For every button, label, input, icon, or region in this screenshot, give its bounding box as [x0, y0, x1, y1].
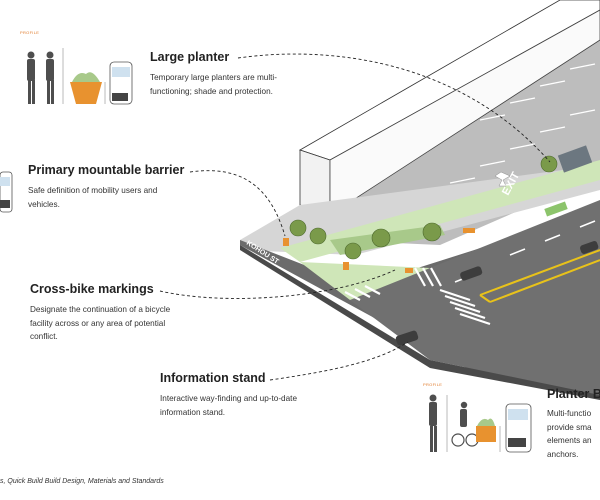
main-road — [350, 200, 600, 395]
callout-cross-bike: Cross-bike markings Designate the contin… — [30, 282, 220, 344]
callout-desc-line: information stand. — [160, 407, 226, 417]
building-face — [329, 9, 600, 216]
callout-info-stand: Information stand Interactive way-findin… — [160, 371, 340, 419]
profile-large-planter — [27, 48, 133, 105]
callout-title: Information stand — [160, 371, 266, 385]
callout-desc-line: Temporary large planters are multi- — [150, 73, 277, 82]
callout-title: Large planter — [150, 50, 230, 64]
callout-desc-line: Interactive way-finding and up-to-date — [160, 394, 297, 403]
callout-desc-line: Safe definition of mobility users and — [28, 186, 158, 195]
callout-desc: Safe definition of mobility users and ve… — [28, 184, 208, 211]
callout-desc-line: vehicles. — [28, 199, 60, 209]
callout-desc-line: facility across or any area of potential — [30, 318, 166, 328]
callout-desc: Multi-functio provide sma elements an an… — [547, 407, 600, 461]
callout-desc-line: conflict. — [30, 332, 58, 341]
bike-symbol — [544, 201, 568, 217]
centerline — [479, 249, 600, 303]
callout-title: Planter B — [547, 387, 600, 401]
footer-caption: s, Quick Build Build Design, Materials a… — [0, 478, 164, 485]
callout-desc-line: Multi-functio — [547, 409, 592, 418]
vehicles — [395, 241, 599, 346]
callout-title: Primary mountable barrier — [28, 163, 185, 177]
callout-desc-line: provide sma — [547, 422, 592, 432]
callout-planter-b: Planter B Multi-functio provide sma elem… — [547, 387, 600, 461]
callout-desc-line: Designate the continuation of a bicycle — [30, 305, 171, 314]
callout-primary-barrier: Primary mountable barrier Safe definitio… — [28, 163, 208, 211]
profile-tag-1: PROFILE — [20, 30, 40, 35]
callout-desc-line: elements an — [547, 436, 592, 445]
planters — [283, 228, 475, 273]
callout-desc-line: anchors. — [547, 449, 579, 459]
callout-desc: Temporary large planters are multi- func… — [150, 71, 325, 98]
profile-barrier — [0, 171, 13, 213]
trees — [289, 155, 558, 260]
callout-title: Cross-bike markings — [30, 282, 154, 296]
leader-lines — [159, 53, 551, 381]
bus-shelter — [557, 145, 593, 173]
callout-desc-line: functioning; shade and protection. — [150, 86, 273, 96]
callout-desc: Designate the continuation of a bicycle … — [30, 303, 220, 344]
callout-large-planter: Large planter Temporary large planters a… — [150, 50, 325, 98]
callout-desc: Interactive way-finding and up-to-date i… — [160, 392, 340, 419]
profile-tag-2: PROFILE — [423, 382, 443, 387]
exit-arrow — [494, 171, 511, 187]
crosswalk — [344, 267, 491, 326]
profile-planter-b — [429, 394, 532, 453]
